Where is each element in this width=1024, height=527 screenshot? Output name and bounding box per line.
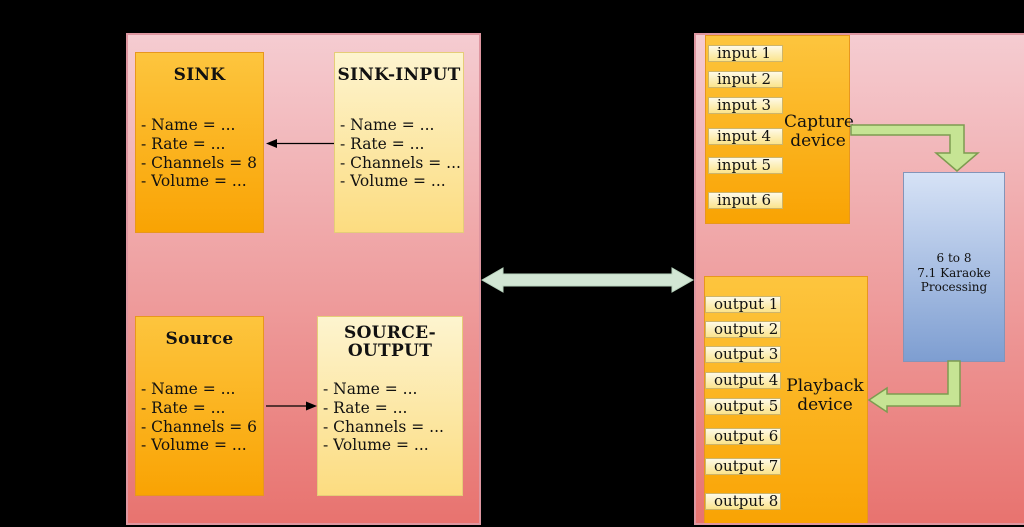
hardware-panel: input 1 input 2 input 3 input 4 input 5 … xyxy=(694,33,1024,525)
source-output-title: SOURCE-OUTPUT xyxy=(344,323,436,361)
processing-line-2: 7.1 Karaoke xyxy=(917,265,991,280)
source-output-fields: - Name = ... - Rate = ... - Channels = .… xyxy=(323,380,461,455)
source-field-rate: - Rate = ... xyxy=(141,398,226,417)
input-chip: input 1 xyxy=(708,45,783,62)
input-chip: input 4 xyxy=(708,128,783,145)
processing-line-3: Processing xyxy=(920,280,988,294)
source-title: Source xyxy=(165,329,234,349)
output-chip: output 3 xyxy=(705,346,781,363)
panels-link-double-arrow-icon xyxy=(480,267,695,293)
sink-input-field-channels: - Channels = ... xyxy=(340,153,461,172)
sink-input-field-volume: - Volume = ... xyxy=(340,172,446,191)
pulseaudio-panel: SINK - Name = ... - Rate = ... - Channel… xyxy=(126,33,481,525)
input-chip: input 5 xyxy=(708,157,783,174)
input-chip: input 2 xyxy=(708,71,783,88)
output-chip: output 8 xyxy=(705,493,781,510)
output-chip: output 4 xyxy=(705,372,781,389)
input-chip: input 3 xyxy=(708,97,783,114)
source-output-box: SOURCE-OUTPUT - Name = ... - Rate = ... … xyxy=(317,316,463,496)
source-output-field-rate: - Rate = ... xyxy=(323,398,408,417)
source-output-field-volume: - Volume = ... xyxy=(323,436,429,455)
input-chip: input 6 xyxy=(708,192,783,209)
source-field-name: - Name = ... xyxy=(141,380,236,398)
sink-input-field-name: - Name = ... xyxy=(340,116,435,134)
sink-input-box: SINK-INPUT - Name = ... - Rate = ... - C… xyxy=(334,52,464,233)
sink-fields: - Name = ... - Rate = ... - Channels = 8… xyxy=(141,116,262,191)
output-chip: output 2 xyxy=(705,321,781,338)
sink-field-name: - Name = ... xyxy=(141,116,236,134)
output-chip: output 5 xyxy=(705,398,781,415)
source-box: Source - Name = ... - Rate = ... - Chann… xyxy=(135,316,264,496)
output-chip: output 6 xyxy=(705,428,781,445)
sink-input-title: SINK-INPUT xyxy=(337,65,461,85)
karaoke-processing-box: 6 to 8 7.1 Karaoke Processing xyxy=(903,172,1005,362)
processing-line-1: 6 to 8 xyxy=(936,251,972,265)
output-chip: output 1 xyxy=(705,296,781,313)
sink-box: SINK - Name = ... - Rate = ... - Channel… xyxy=(135,52,264,233)
playback-device-label: Playback device xyxy=(786,376,864,415)
source-output-field-channels: - Channels = ... xyxy=(323,417,444,436)
capture-device-label: Capture device xyxy=(784,112,854,151)
source-field-volume: - Volume = ... xyxy=(141,436,247,455)
source-fields: - Name = ... - Rate = ... - Channels = 6… xyxy=(141,380,262,455)
playback-device-box: output 1 output 2 output 3 output 4 outp… xyxy=(704,276,868,523)
sink-input-fields: - Name = ... - Rate = ... - Channels = .… xyxy=(340,116,462,191)
capture-device-box: input 1 input 2 input 3 input 4 input 5 … xyxy=(705,35,854,224)
source-output-field-name: - Name = ... xyxy=(323,380,418,398)
sink-title: SINK xyxy=(173,65,226,85)
source-field-channels: - Channels = 6 xyxy=(141,417,258,436)
sink-input-field-rate: - Rate = ... xyxy=(340,134,425,153)
sink-field-channels: - Channels = 8 xyxy=(141,153,258,172)
output-chip: output 7 xyxy=(705,458,781,475)
sink-field-volume: - Volume = ... xyxy=(141,172,247,191)
sink-field-rate: - Rate = ... xyxy=(141,134,226,153)
